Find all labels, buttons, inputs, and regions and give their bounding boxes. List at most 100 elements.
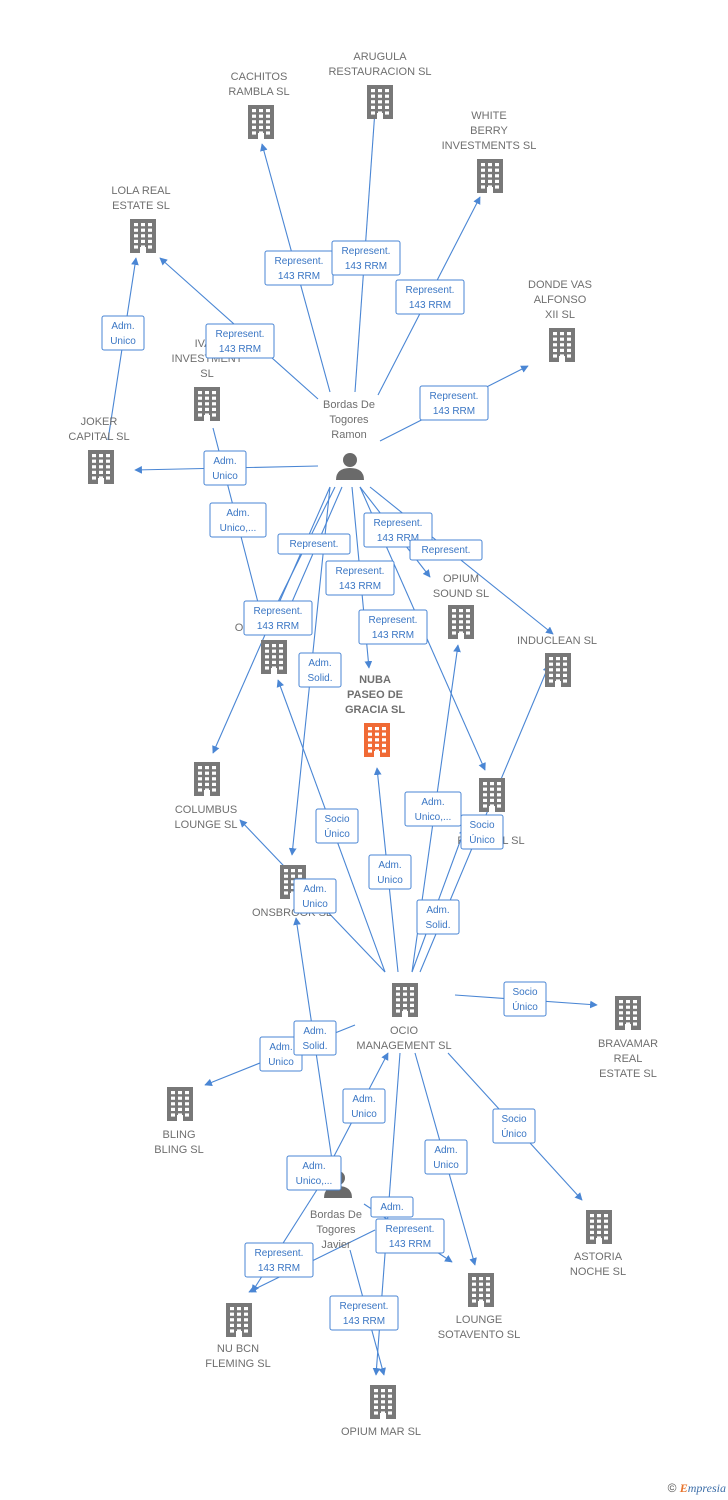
- edge-label-text: Unico: [302, 899, 328, 910]
- node-label-line: CACHITOS: [231, 71, 288, 83]
- festival-building-icon[interactable]: [479, 778, 505, 812]
- edge-label-text: 143 RRM: [433, 406, 475, 417]
- edge-label-text: Adm.: [352, 1094, 375, 1105]
- ocio-building-icon[interactable]: [392, 983, 418, 1017]
- edge-label-text: Adm.: [426, 905, 449, 916]
- node-label-o_hidden: O: [235, 622, 244, 634]
- node-label-line: LOUNGE SL: [175, 819, 238, 831]
- edge-label-ocio-opiummar[interactable]: Represent.143 RRM: [375, 1218, 445, 1254]
- edge-label-text: 143 RRM: [372, 630, 414, 641]
- edge-label-ramon-arugula[interactable]: Represent.143 RRM: [331, 240, 401, 276]
- edge-label-text: 143 RRM: [257, 621, 299, 632]
- lounge-building-icon[interactable]: [468, 1273, 494, 1307]
- edge-label-ramon-opiumsound[interactable]: Represent.143 RRM: [363, 512, 433, 548]
- edge-label-ramon-nuba[interactable]: Represent.143 RRM: [325, 560, 395, 596]
- edge-label-text: Único: [324, 827, 350, 840]
- edge-label-text: 143 RRM: [258, 1263, 300, 1274]
- bling-building-icon[interactable]: [167, 1087, 193, 1121]
- node-label-line: MANAGEMENT SL: [356, 1040, 451, 1052]
- edge-label-text: Represent.: [369, 615, 418, 626]
- edge-label-text: Socio: [469, 820, 494, 831]
- o_hidden-building-icon[interactable]: [261, 640, 287, 674]
- edge-label-ramon-cachitos[interactable]: Represent.143 RRM: [264, 250, 334, 286]
- lola-building-icon[interactable]: [130, 219, 156, 253]
- edge-label-ocio-opiumsound[interactable]: Adm.Unico,...: [404, 791, 462, 827]
- node-label-line: LOUNGE: [456, 1314, 502, 1326]
- edge-label-ramon-white[interactable]: Represent.143 RRM: [395, 279, 465, 315]
- edge-label-ivan-o_hidden[interactable]: Adm.Unico,...: [209, 502, 267, 538]
- cachitos-building-icon[interactable]: [248, 105, 274, 139]
- node-label-line: SL: [200, 368, 213, 380]
- edge-label-ocio-festival[interactable]: Adm. Solid.: [416, 899, 460, 935]
- edge-label-javier-lounge[interactable]: Adm.: [370, 1196, 414, 1218]
- edge-label-ramon-onsbrook[interactable]: Adm.Solid.: [298, 652, 342, 688]
- donde-building-icon[interactable]: [549, 328, 575, 362]
- edge-label-ramon-joker[interactable]: Adm. Unico: [203, 450, 247, 486]
- edge-label-text: Adm.: [303, 884, 326, 895]
- edge-label-ramon-o_hidden[interactable]: Represent.143 RRM: [243, 600, 313, 636]
- edge-label-joker-lola[interactable]: Adm.Unico: [101, 315, 145, 351]
- empresia-logo: Empresia: [679, 1481, 726, 1495]
- bravamar-building-icon[interactable]: [615, 996, 641, 1030]
- edge-label-javier-nubcn[interactable]: Adm.Unico,...: [286, 1155, 342, 1191]
- edge-label-text: Solid.: [425, 920, 450, 931]
- edge-label-javier-ocio[interactable]: Adm.Unico: [342, 1088, 386, 1124]
- edge-label-ramon-o_hidden[interactable]: Represent.: [277, 533, 351, 555]
- edge-label-javier-opiummar[interactable]: Represent.143 RRM: [329, 1295, 399, 1331]
- edge-label-text: Único: [469, 833, 495, 846]
- edge-label-text: Adm.: [380, 1202, 403, 1213]
- edge-label-text: Unico: [212, 471, 238, 482]
- node-label-line: ESTATE SL: [599, 1068, 657, 1080]
- edge-label-ocio-nuba[interactable]: Adm. Unico: [368, 854, 412, 890]
- edge-label-ramon-donde[interactable]: Represent.143 RRM: [419, 385, 489, 421]
- ramon-person-icon[interactable]: [336, 453, 364, 480]
- edge-label-ramon-lola[interactable]: Represent.143 RRM: [205, 323, 275, 359]
- node-label-line: ARUGULA: [353, 51, 407, 63]
- node-label-line: SOUND SL: [433, 588, 489, 600]
- joker-building-icon[interactable]: [88, 450, 114, 484]
- edge-label-text: Unico: [377, 875, 403, 886]
- edge-label-text: 143 RRM: [409, 300, 451, 311]
- node-label-line: BRAVAMAR: [598, 1038, 658, 1050]
- edge-label-text: Adm.: [226, 508, 249, 519]
- nuba-building-icon[interactable]: [364, 723, 390, 757]
- edge-label-text: Adm.: [213, 456, 236, 467]
- astoria-building-icon[interactable]: [586, 1210, 612, 1244]
- edge-label-text: Represent.: [342, 246, 391, 257]
- white-building-icon[interactable]: [477, 159, 503, 193]
- edge-label-text: Unico: [433, 1160, 459, 1171]
- edge-label-text: Adm.: [421, 797, 444, 808]
- arugula-building-icon[interactable]: [367, 85, 393, 119]
- edge-label-ramon-induclean[interactable]: Represent.: [409, 539, 483, 561]
- node-label-line: BLING: [162, 1129, 195, 1141]
- ivan-building-icon[interactable]: [194, 387, 220, 421]
- columbus-building-icon[interactable]: [194, 762, 220, 796]
- node-label-line: FLEMING SL: [205, 1358, 270, 1370]
- edge-label-ocio-lounge[interactable]: Adm.Unico: [424, 1139, 468, 1175]
- edge-label-javier-nubcn[interactable]: Represent.143 RRM: [244, 1242, 314, 1278]
- edge-label-ocio-columbus[interactable]: Adm. Unico: [293, 878, 337, 914]
- edge-label-javier-onsbrook[interactable]: Adm.Solid.: [293, 1020, 337, 1056]
- induclean-building-icon[interactable]: [545, 653, 571, 687]
- node-label-line: Ramon: [331, 429, 366, 441]
- opiumsound-building-icon[interactable]: [448, 605, 474, 639]
- edge-label-text: Adm.: [303, 1026, 326, 1037]
- edge-label-ramon-festival[interactable]: Represent. 143 RRM: [358, 609, 428, 645]
- node-label-line: XII SL: [545, 309, 575, 321]
- opiummar-building-icon[interactable]: [370, 1385, 396, 1419]
- edge-label-text: Adm.: [378, 860, 401, 871]
- nubcn-building-icon[interactable]: [226, 1303, 252, 1337]
- copyright-mark: ©: [667, 1481, 677, 1495]
- edge-label-ocio-bling[interactable]: Adm.Unico: [259, 1036, 303, 1072]
